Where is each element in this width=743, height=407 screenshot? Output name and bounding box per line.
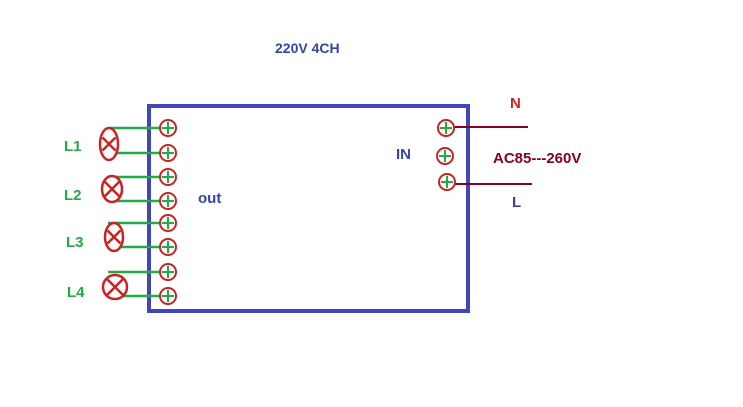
live-label: L (512, 194, 521, 211)
lamp-cross-b (106, 229, 122, 245)
output-terminal-7 (159, 263, 177, 281)
lamp-cross-b (105, 277, 125, 297)
load-label-l1: L1 (64, 138, 82, 155)
lamp-icon-l1 (98, 126, 120, 162)
input-wires (446, 126, 532, 185)
output-terminal-2 (159, 144, 177, 162)
output-terminal-3 (159, 168, 177, 186)
input-terminal-middle (436, 147, 454, 165)
lamps (98, 126, 129, 301)
load-label-l2: L2 (64, 187, 82, 204)
lamp-icon-l2 (100, 174, 124, 204)
output-terminal-4 (159, 192, 177, 210)
input-terminal-neutral (437, 119, 455, 137)
lamp-icon-l3 (103, 221, 125, 253)
load-label-l4: L4 (67, 284, 85, 301)
output-terminal-8 (159, 287, 177, 305)
neutral-label: N (510, 95, 521, 112)
lamp-cross-b (101, 136, 117, 152)
voltage-label: AC85---260V (493, 150, 581, 167)
output-terminal-6 (159, 238, 177, 256)
relay-board-outline (147, 104, 470, 313)
input-label: IN (396, 146, 411, 163)
lamp-cross-b (103, 180, 121, 198)
load-label-l3: L3 (66, 234, 84, 251)
output-terminal-1 (159, 119, 177, 137)
lamp-icon-l4 (101, 273, 129, 301)
input-terminals (436, 119, 456, 191)
output-terminal-5 (159, 214, 177, 232)
output-label: out (198, 190, 221, 207)
input-terminal-live (438, 173, 456, 191)
diagram-title: 220V 4CH (275, 40, 340, 56)
output-terminals (159, 119, 177, 305)
